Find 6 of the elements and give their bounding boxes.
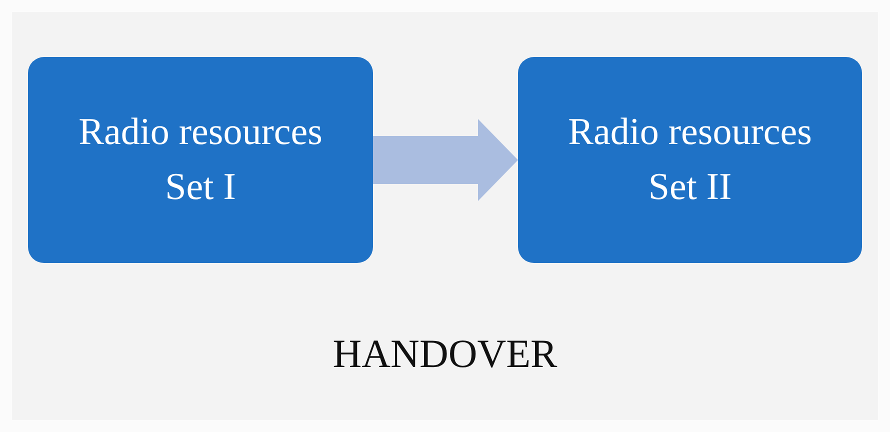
block-arrow bbox=[373, 119, 518, 201]
box-label: Radio resources Set II bbox=[567, 110, 813, 210]
diagram-title: HANDOVER bbox=[332, 331, 558, 376]
box-label: Radio resources Set I bbox=[78, 110, 324, 210]
process-box bbox=[28, 57, 373, 263]
process-box bbox=[518, 57, 862, 263]
